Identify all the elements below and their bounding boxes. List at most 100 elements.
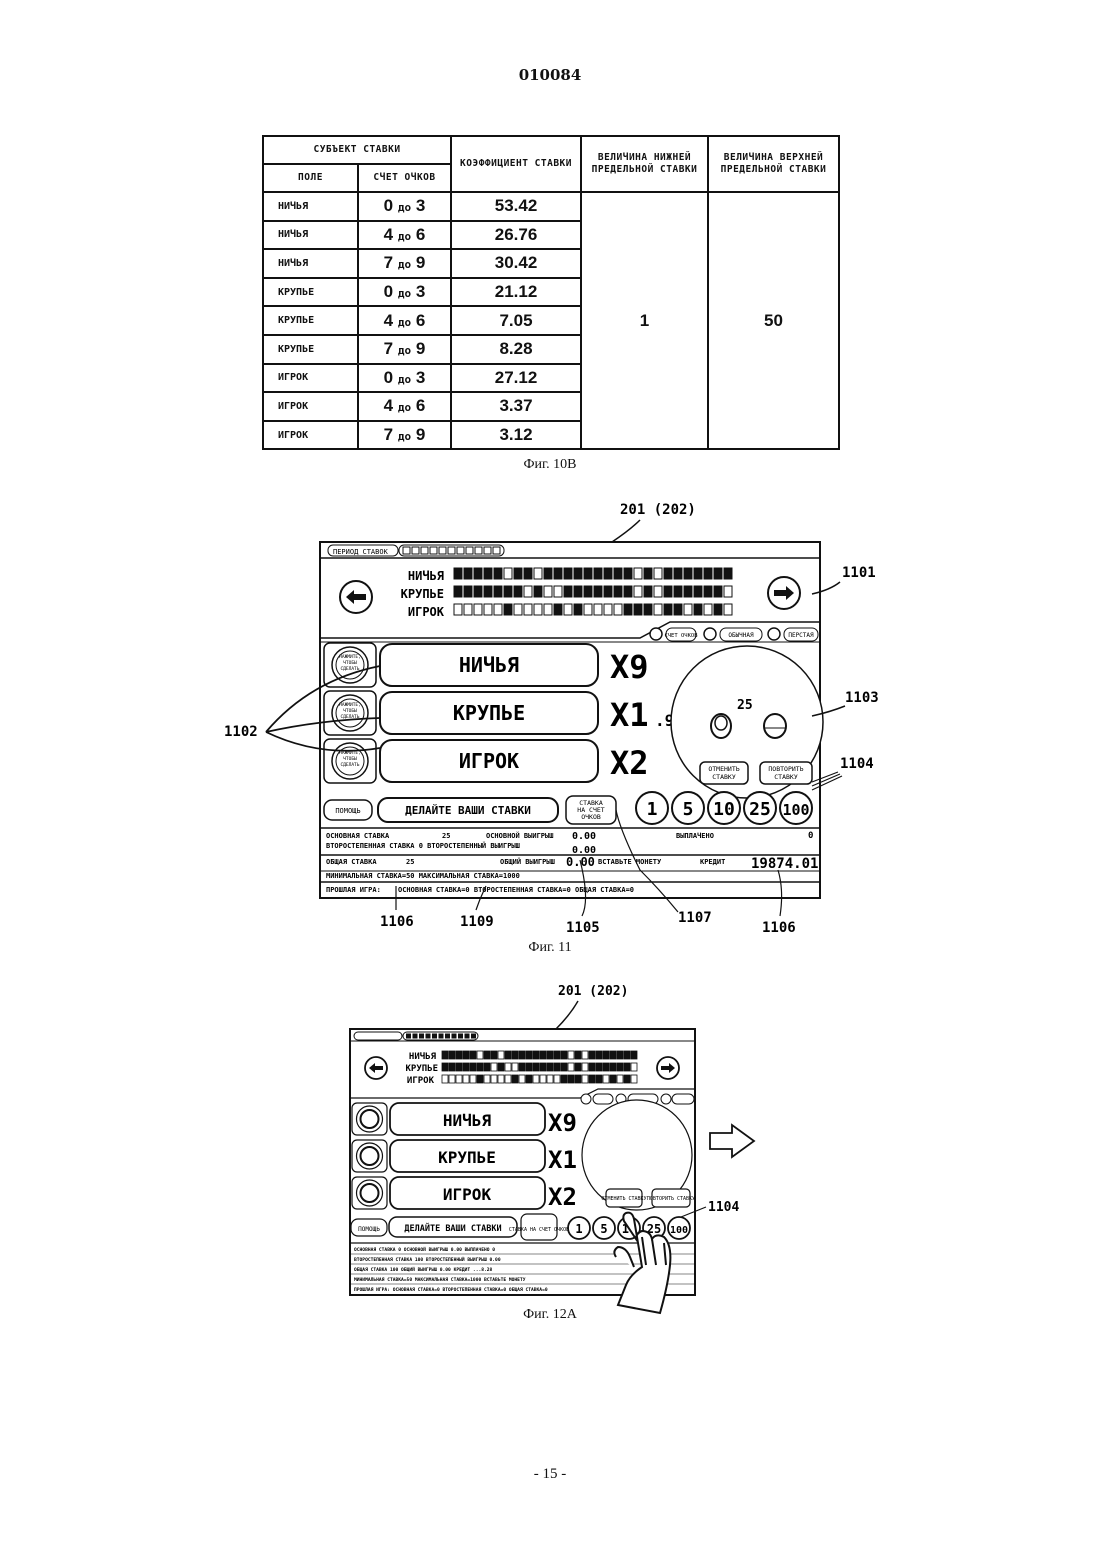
history-cell bbox=[474, 568, 482, 579]
bet-multiplier: X9 bbox=[610, 648, 649, 686]
history-cell bbox=[464, 568, 472, 579]
cell-field: НИЧЬЯ bbox=[263, 192, 358, 221]
history-cell bbox=[582, 1063, 588, 1071]
history-cell bbox=[494, 586, 502, 597]
history-cell bbox=[526, 1063, 532, 1071]
period-dot bbox=[430, 547, 437, 554]
cell-coef: 26.76 bbox=[451, 221, 581, 250]
cell-field: КРУПЬЕ bbox=[263, 306, 358, 335]
patent-number: 010084 bbox=[0, 66, 1100, 84]
history-cell bbox=[704, 568, 712, 579]
history-cell bbox=[654, 604, 662, 615]
history-cell bbox=[454, 568, 462, 579]
period-dot bbox=[432, 1034, 437, 1039]
history-cell bbox=[603, 1063, 609, 1071]
history-cell bbox=[644, 568, 652, 579]
history-cell bbox=[449, 1075, 455, 1083]
history-cell bbox=[533, 1063, 539, 1071]
history-cell bbox=[564, 586, 572, 597]
bet-field-label: ИГРОК bbox=[459, 749, 519, 773]
history-cell bbox=[504, 568, 512, 579]
period-dot bbox=[465, 1034, 470, 1039]
history-cell bbox=[456, 1063, 462, 1071]
info-main-bet: ОСНОВНАЯ СТАВКА bbox=[326, 832, 390, 840]
cell-field: ИГРОК bbox=[263, 364, 358, 393]
history-cell bbox=[714, 586, 722, 597]
cell-score: 0 до 3 bbox=[358, 364, 451, 393]
bet-row-12[interactable]: НИЧЬЯ X9 bbox=[352, 1103, 577, 1137]
cell-upper-limit: 50 bbox=[708, 192, 839, 449]
bet-field-label-12: НИЧЬЯ bbox=[443, 1111, 492, 1130]
header-subject: СУБЪЕКТ СТАВКИ bbox=[263, 136, 451, 164]
cell-coef: 27.12 bbox=[451, 364, 581, 393]
period-dot bbox=[471, 1034, 476, 1039]
history-cell bbox=[624, 1063, 630, 1071]
history-cell bbox=[463, 1063, 469, 1071]
bet-field-label-12: ИГРОК bbox=[443, 1185, 492, 1204]
history-cell bbox=[584, 586, 592, 597]
info-main-win: ОСНОВНОЙ ВЫИГРЫШ bbox=[486, 831, 553, 840]
history-cell bbox=[564, 568, 572, 579]
info-credit-val: 19874.01 bbox=[751, 856, 818, 872]
chip-label-12: 1 bbox=[575, 1222, 582, 1236]
history-cell bbox=[617, 1063, 623, 1071]
chip-stack-value: 25 bbox=[737, 698, 753, 713]
period-dot bbox=[452, 1034, 457, 1039]
cell-score: 4 до 6 bbox=[358, 392, 451, 421]
history-cell bbox=[524, 586, 532, 597]
history-cell bbox=[514, 586, 522, 597]
history-cell bbox=[491, 1063, 497, 1071]
svg-text:ПОВТОРИТЬ: ПОВТОРИТЬ bbox=[768, 765, 803, 773]
ref-1104: 1104 bbox=[840, 756, 874, 772]
cell-score: 7 до 9 bbox=[358, 335, 451, 364]
history-cell bbox=[477, 1063, 483, 1071]
info-line-12: МИНИМАЛЬНАЯ СТАВКА=50 МАКСИМАЛЬНАЯ СТАВК… bbox=[354, 1277, 526, 1283]
chip-label: 1 bbox=[647, 799, 658, 820]
help-label: ПОМОЩЬ bbox=[335, 807, 360, 815]
history-cell bbox=[564, 604, 572, 615]
ref-1101: 1101 bbox=[842, 565, 876, 581]
history-cell bbox=[498, 1063, 504, 1071]
history-cell bbox=[554, 604, 562, 615]
cell-coef: 3.37 bbox=[451, 392, 581, 421]
info-prev-game: ПРОШЛАЯ ИГРА: bbox=[326, 886, 381, 894]
history-cell bbox=[442, 1063, 448, 1071]
table-row: НИЧЬЯ0 до 353.42150 bbox=[263, 192, 839, 221]
history-cell bbox=[596, 1075, 602, 1083]
touch-hint-text: ЧТОБЫ bbox=[343, 660, 357, 666]
bet-field-label-12: КРУПЬЕ bbox=[438, 1148, 496, 1167]
history-label-0: НИЧЬЯ bbox=[408, 569, 444, 583]
history-cell bbox=[724, 568, 732, 579]
bet-multiplier-12: X9 bbox=[548, 1109, 577, 1137]
history-cell bbox=[589, 1063, 595, 1071]
history-cell bbox=[561, 1051, 567, 1059]
history-cell bbox=[514, 604, 522, 615]
cell-field: ИГРОК bbox=[263, 392, 358, 421]
history-cell bbox=[684, 586, 692, 597]
h12-label-1: КРУПЬЕ bbox=[405, 1064, 438, 1074]
fig10b-caption: Фиг. 10В bbox=[0, 457, 1100, 473]
cell-score: 0 до 3 bbox=[358, 192, 451, 221]
history-cell bbox=[477, 1075, 483, 1083]
cell-score: 0 до 3 bbox=[358, 278, 451, 307]
history-cell bbox=[724, 586, 732, 597]
history-cell bbox=[474, 586, 482, 597]
period-dot bbox=[458, 1034, 463, 1039]
info-paid-val: 0 bbox=[808, 831, 813, 841]
history-cell bbox=[454, 586, 462, 597]
history-cell bbox=[624, 586, 632, 597]
history-cell bbox=[554, 1051, 560, 1059]
svg-text:ОЧКОВ: ОЧКОВ bbox=[581, 813, 601, 821]
history-cell bbox=[624, 1075, 630, 1083]
odds-table: СУБЪЕКТ СТАВКИ КОЭФФИЦИЕНТ СТАВКИ ВЕЛИЧИ… bbox=[262, 135, 838, 449]
period-dot bbox=[466, 547, 473, 554]
history-cell bbox=[568, 1075, 574, 1083]
period-dot bbox=[403, 547, 410, 554]
period-dot bbox=[426, 1034, 431, 1039]
history-cell bbox=[505, 1051, 511, 1059]
period-dot bbox=[421, 547, 428, 554]
history-cell bbox=[614, 586, 622, 597]
bet-row-12[interactable]: ИГРОКX2 bbox=[352, 1177, 577, 1211]
history-cell bbox=[575, 1063, 581, 1071]
history-cell bbox=[644, 586, 652, 597]
